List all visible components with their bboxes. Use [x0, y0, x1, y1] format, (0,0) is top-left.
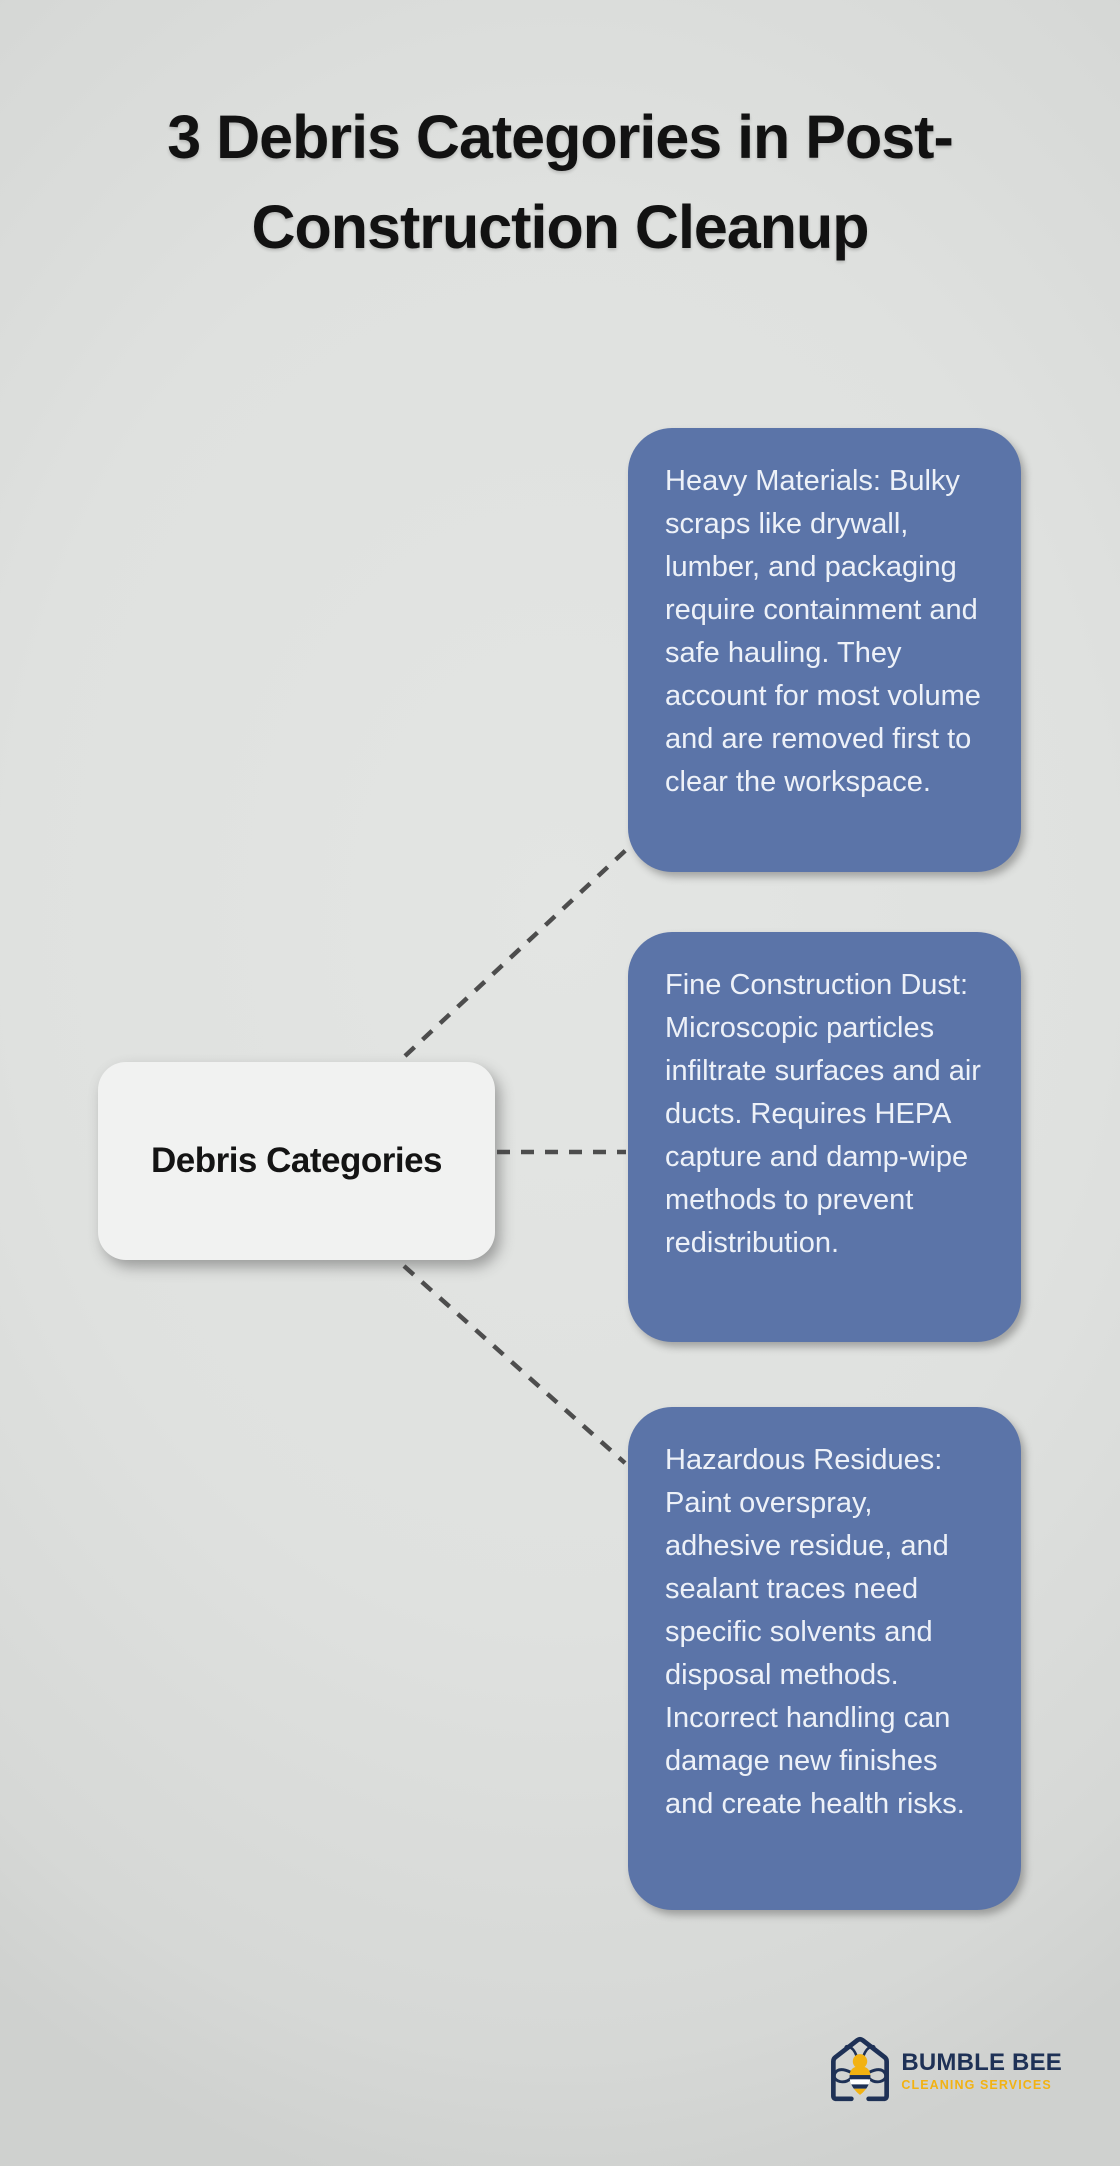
branch-node-heavy-materials: Heavy Materials: Bulky scraps like drywa… — [628, 428, 1021, 872]
connector-line-hazardous-residues — [402, 1264, 627, 1465]
branch-text: Hazardous Residues: Paint overspray, adh… — [665, 1444, 965, 1820]
root-node-label: Debris Categories — [150, 1141, 443, 1180]
bumble-bee-logo: BUMBLE BEE CLEANING SERVICES — [824, 2034, 1062, 2106]
bee-house-icon — [831, 2036, 890, 2102]
branch-node-hazardous-residues: Hazardous Residues: Paint overspray, adh… — [628, 1407, 1021, 1910]
branch-text: Heavy Materials: Bulky scraps like drywa… — [665, 465, 981, 798]
mindmap-root-node: Debris Categories — [98, 1062, 495, 1260]
logo-tagline: CLEANING SERVICES — [901, 2077, 1052, 2092]
infographic-title: 3 Debris Categories in Post-Construction… — [167, 103, 954, 261]
connector-line-heavy-materials — [403, 848, 628, 1058]
logo-text: BUMBLE BEE CLEANING SERVICES — [901, 2049, 1062, 2092]
branch-node-fine-construction-dust: Fine Construction Dust: Microscopic part… — [628, 932, 1021, 1342]
logo-brand-name: BUMBLE BEE — [901, 2048, 1062, 2076]
branch-text: Fine Construction Dust: Microscopic part… — [665, 969, 981, 1259]
